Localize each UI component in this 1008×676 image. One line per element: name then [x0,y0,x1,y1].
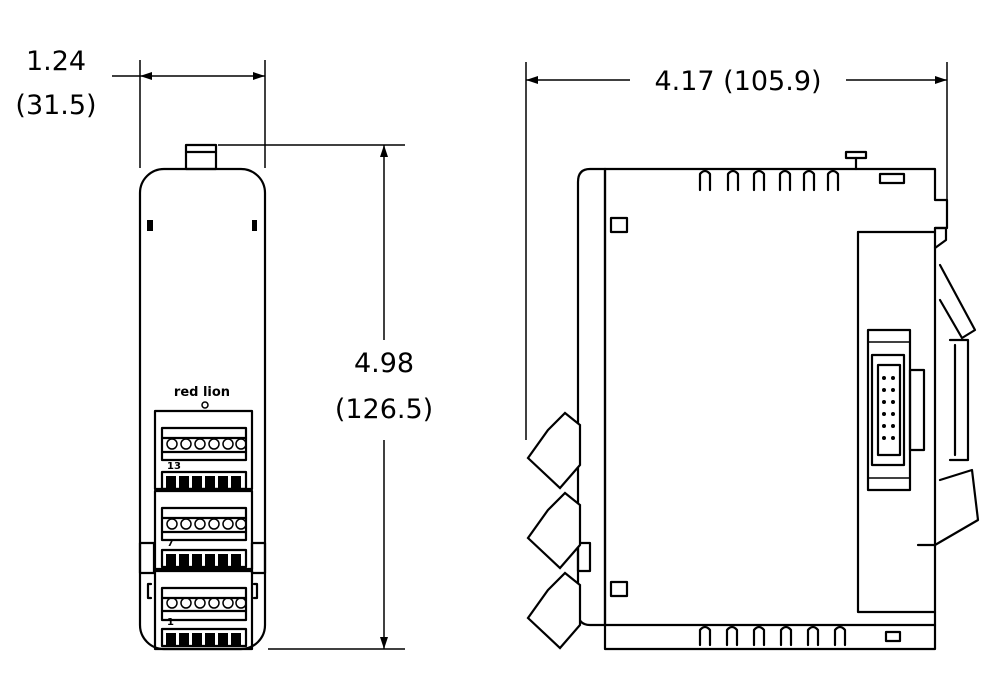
front-view: red lion 13 [138,143,267,651]
height-dimension: 4.98 (126.5) [218,144,433,650]
depth-label: 4.17 (105.9) [654,66,821,97]
terminal-label-13: 13 [167,461,181,472]
din-rail-mount [856,226,980,614]
angled-terminal-plugs [526,411,582,650]
height-mm-label: (126.5) [335,394,433,425]
terminal-label-1: 1 [167,617,174,628]
terminal-block-13: 13 [153,409,254,491]
terminal-label-7: 7 [167,538,174,549]
rear-connector [866,328,926,492]
depth-dimension: 4.17 (105.9) [525,62,948,440]
side-view [526,150,980,651]
top-vents [698,169,840,192]
terminal-block-7: 7 [138,489,267,575]
width-dimension: 1.24 (31.5) [15,46,266,168]
red-lion-logo: red lion [174,385,230,400]
bottom-vents [698,625,847,647]
width-mm-label: (31.5) [15,90,96,121]
height-inches-label: 4.98 [354,348,414,379]
width-inches-label: 1.24 [26,46,86,77]
terminal-block-1: 1 [146,569,259,651]
